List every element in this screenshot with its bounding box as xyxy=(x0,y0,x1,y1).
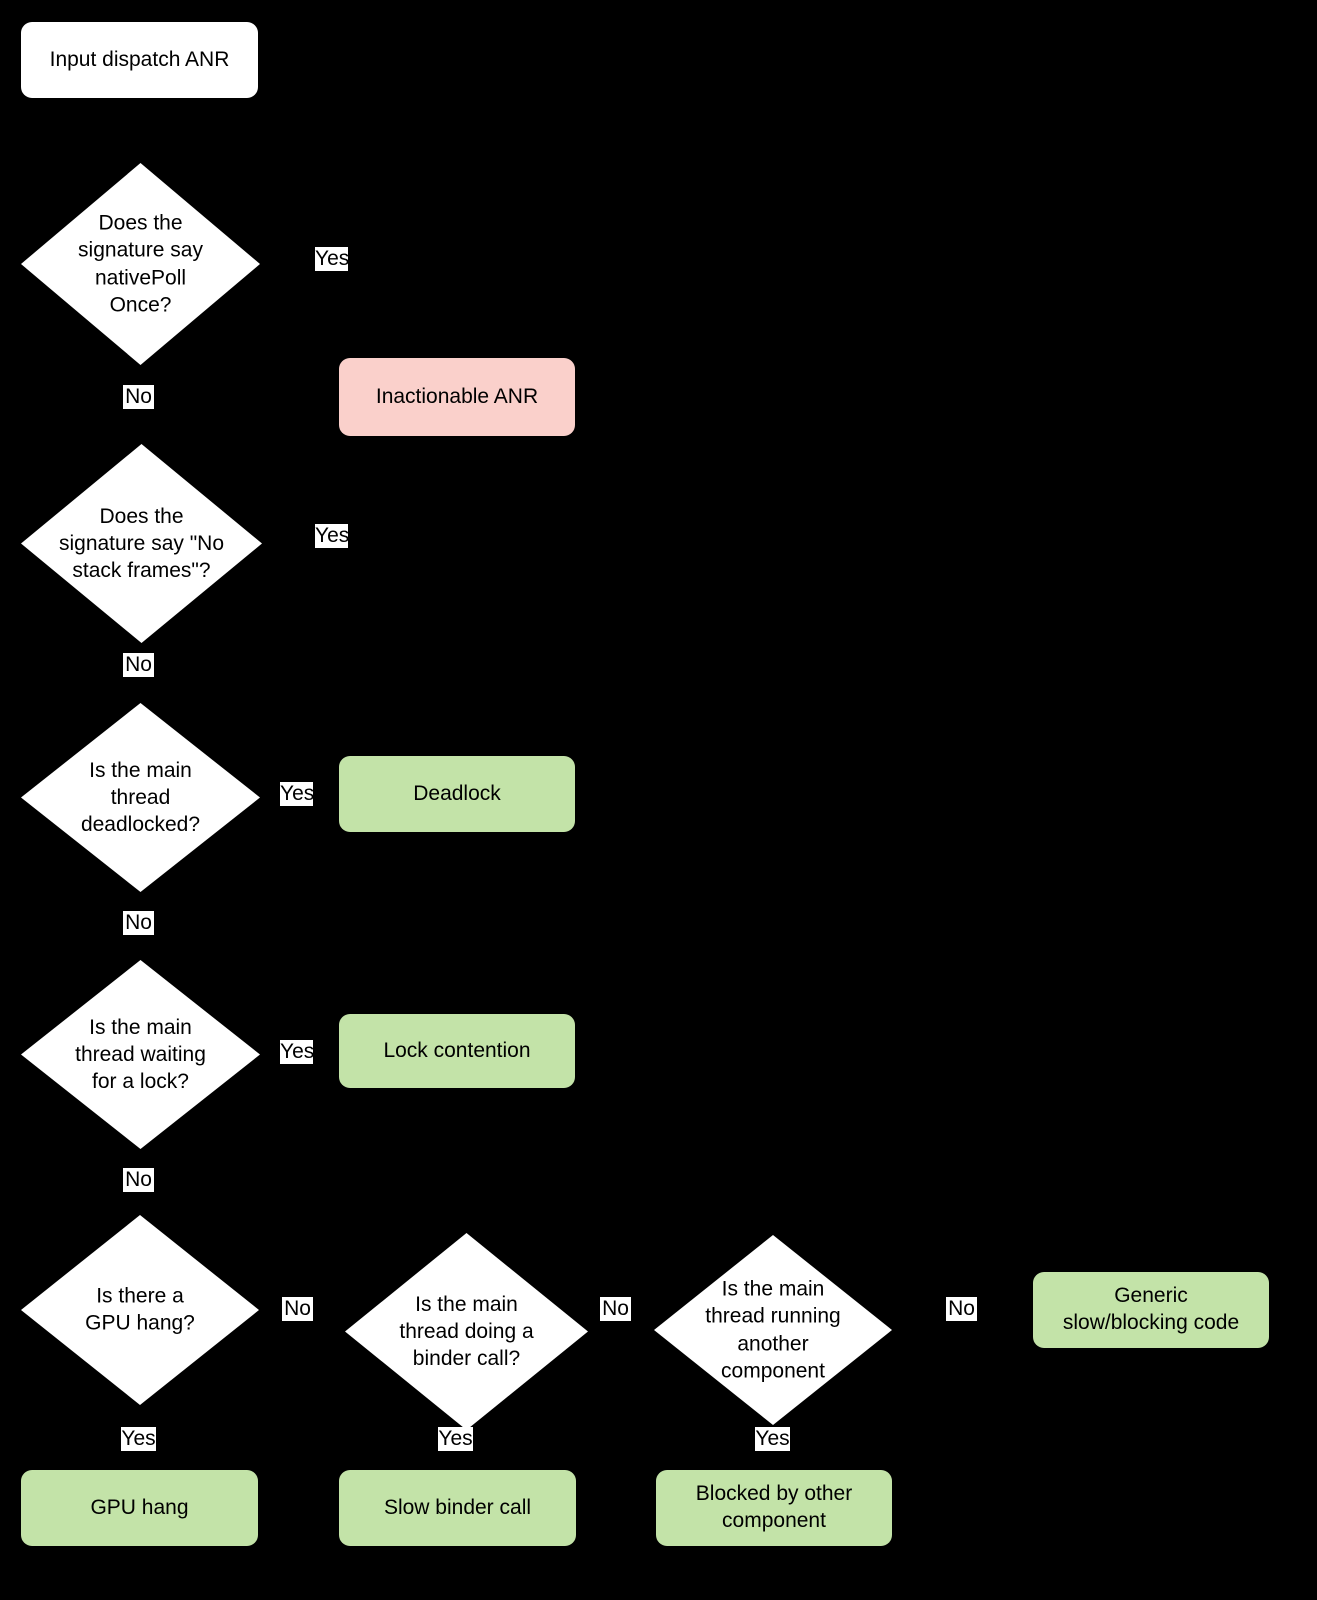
node-decision-gpu-hang[interactable]: Is there a GPU hang? xyxy=(21,1215,259,1405)
node-decision-no-stack-frames[interactable]: Does the signature say "No stack frames"… xyxy=(21,444,262,643)
edge-othercomponent-yes xyxy=(772,1425,774,1496)
edge-nativepollonce-yes xyxy=(260,263,457,265)
edge-start-to-nativepollonce xyxy=(138,98,140,163)
node-terminal-deadlock[interactable]: Deadlock xyxy=(339,756,575,832)
edge-label-no-no-stack-frames: No xyxy=(123,653,154,678)
diamond-shape xyxy=(21,703,260,892)
edge-label-no-deadlocked: No xyxy=(123,911,154,936)
edge-label-no-binder-call: No xyxy=(600,1297,631,1322)
edge-nostackframes-yes-up xyxy=(456,436,458,541)
edge-label-no-waiting-lock: No xyxy=(123,1168,154,1193)
node-decision-running-another-component[interactable]: Is the main thread running another compo… xyxy=(654,1235,892,1425)
edge-label-no-running-another-component: No xyxy=(946,1297,977,1322)
node-decision-main-thread-deadlocked[interactable]: Is the main thread deadlocked? xyxy=(21,703,260,892)
node-decision-binder-call[interactable]: Is the main thread doing a binder call? xyxy=(345,1233,588,1430)
edge-label-yes-no-stack-frames: Yes xyxy=(315,524,350,549)
edge-nostackframes-yes xyxy=(262,540,457,542)
node-terminal-slow-binder-call[interactable]: Slow binder call xyxy=(339,1470,576,1546)
edge-label-yes-gpu-hang: Yes xyxy=(121,1427,156,1452)
node-terminal-inactionable-anr[interactable]: Inactionable ANR xyxy=(339,358,575,436)
edge-nativepollonce-yes-down xyxy=(456,263,458,358)
diamond-shape xyxy=(345,1233,588,1430)
diamond-shape xyxy=(21,1215,259,1405)
edge-label-yes-binder-call: Yes xyxy=(438,1427,473,1452)
diamond-shape xyxy=(21,444,262,643)
edge-label-yes-nativepollonce: Yes xyxy=(315,247,350,272)
edge-label-no-gpu-hang: No xyxy=(282,1297,313,1322)
diamond-shape xyxy=(654,1235,892,1425)
diamond-shape xyxy=(21,163,260,365)
node-decision-main-thread-waiting-lock[interactable]: Is the main thread waiting for a lock? xyxy=(21,960,260,1149)
edge-bindercall-yes xyxy=(456,1430,458,1496)
node-terminal-gpu-hang[interactable]: GPU hang xyxy=(21,1470,258,1546)
diamond-shape xyxy=(21,960,260,1149)
node-decision-nativepollonce[interactable]: Does the signature say nativePoll Once? xyxy=(21,163,260,365)
edge-label-yes-deadlocked: Yes xyxy=(280,782,315,807)
node-start-input-dispatch-anr[interactable]: Input dispatch ANR xyxy=(21,22,258,98)
edge-label-yes-waiting-lock: Yes xyxy=(280,1040,315,1065)
edge-label-no-nativepollonce: No xyxy=(123,385,154,410)
node-terminal-blocked-by-other-component[interactable]: Blocked by other component xyxy=(656,1470,892,1546)
node-terminal-lock-contention[interactable]: Lock contention xyxy=(339,1014,575,1088)
edge-label-yes-running-another-component: Yes xyxy=(755,1427,790,1452)
node-terminal-generic-slow-blocking-code[interactable]: Generic slow/blocking code xyxy=(1033,1272,1269,1348)
